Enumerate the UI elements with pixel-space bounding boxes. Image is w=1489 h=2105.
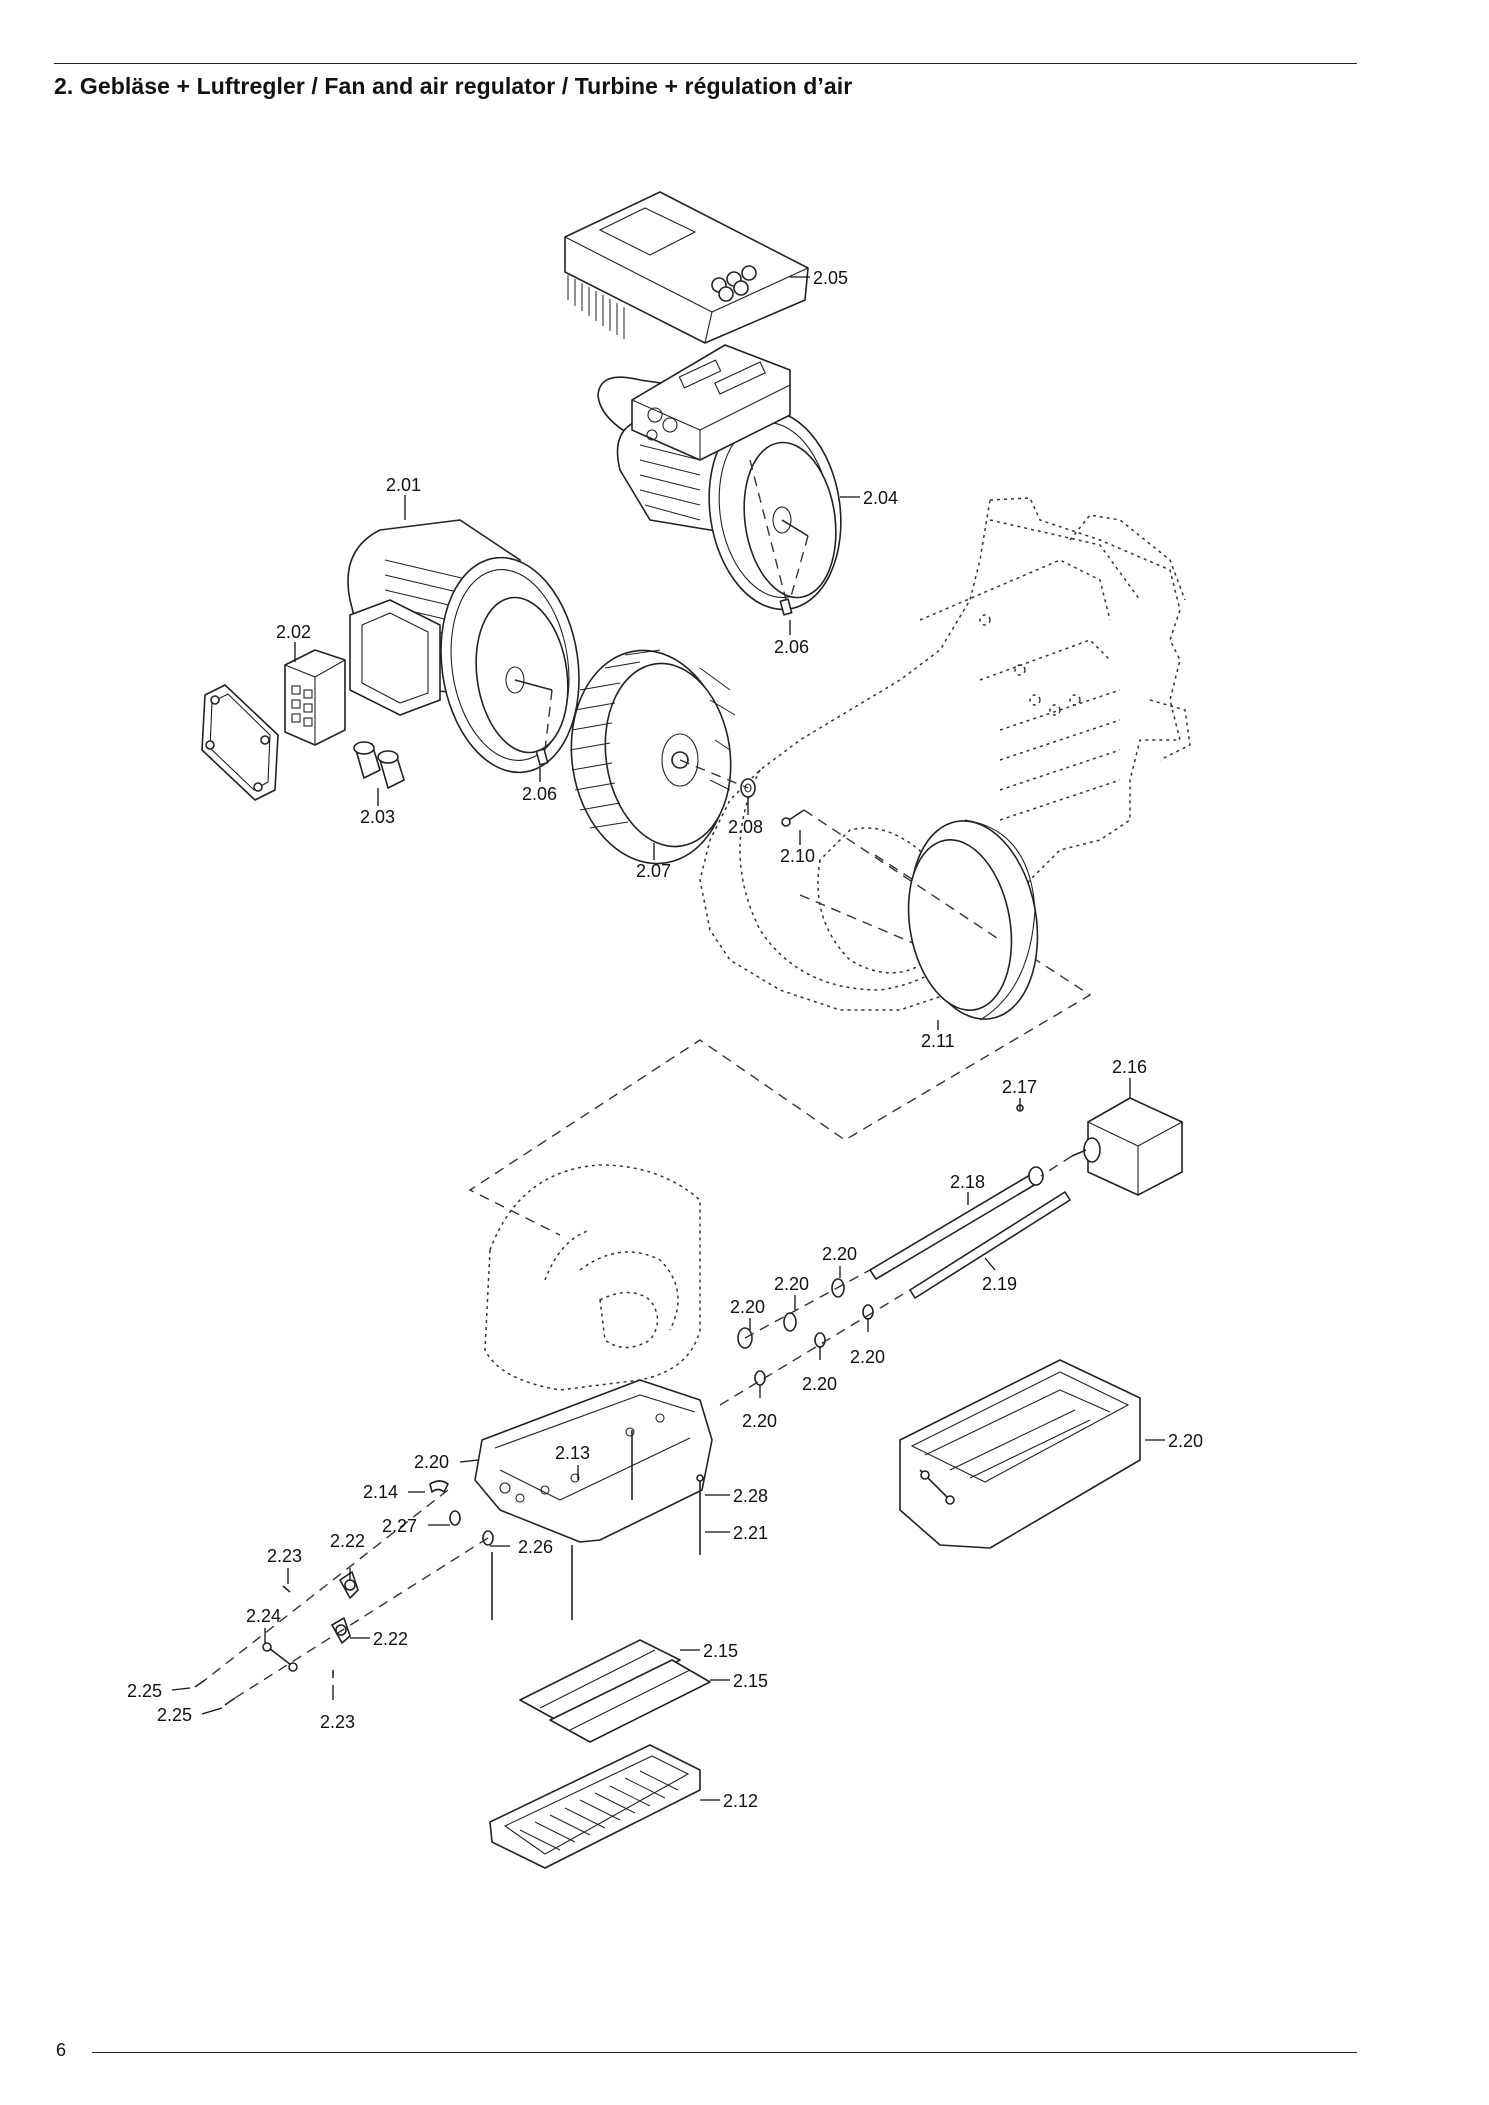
assembly-link-lines: [468, 854, 1092, 1236]
leader-lines: [171, 276, 1165, 1801]
callout-2-04: 2.04: [863, 488, 898, 508]
assembly-axes-middle: [719, 1155, 1073, 1406]
callout-2-28: 2.13: [555, 1443, 590, 1463]
callout-2-19: 2.19: [982, 1274, 1017, 1294]
callout-2-20: 2.20: [802, 1374, 837, 1394]
callout-2-22: 2.22: [373, 1629, 408, 1649]
callout-2-25: 2.25: [127, 1681, 162, 1701]
callout-2-23: 2.23: [267, 1546, 302, 1566]
motor-left: [347, 519, 580, 774]
callout-2-20: 2.26: [518, 1537, 553, 1557]
callout-labels: 2.05 2.04 2.01 2.02 2.06 2.06 2.03 2.07 …: [127, 268, 1203, 1811]
callout-2-01: 2.01: [386, 475, 421, 495]
page-title: 2. Gebläse + Luftregler / Fan and air re…: [54, 73, 853, 99]
fan-housing-ghost-upper: [699, 497, 1191, 1011]
callout-2-03: 2.03: [360, 807, 395, 827]
screw: [781, 809, 805, 827]
header-rule: [54, 63, 1357, 64]
callout-2-08: 2.08: [728, 817, 763, 837]
callout-2-20: 2.20: [822, 1244, 857, 1264]
callout-2-20: 2.20: [742, 1411, 777, 1431]
callout-2-12: 2.12: [723, 1791, 758, 1811]
intake-grille: [489, 1744, 701, 1869]
callout-2-06: 2.06: [774, 637, 809, 657]
cable-glands: [353, 741, 405, 789]
callout-2-07: 2.07: [636, 861, 671, 881]
callout-2-02: 2.02: [276, 622, 311, 642]
callout-2-15: 2.15: [733, 1671, 768, 1691]
callout-2-10: 2.10: [780, 846, 815, 866]
page-number: 6: [56, 2040, 67, 2060]
callout-2-23: 2.23: [320, 1712, 355, 1732]
assembly-axes-lower: [204, 1489, 489, 1699]
callout-2-05: 2.05: [813, 268, 848, 288]
air-ring: [907, 819, 1039, 1021]
damper-shaft-a: [869, 1166, 1044, 1280]
callout-2-27: 2.28: [733, 1486, 768, 1506]
callout-2-25: 2.25: [157, 1705, 192, 1725]
controller-box: [564, 191, 809, 344]
callout-2-24: 2.24: [246, 1606, 281, 1626]
fan-housing-ghost-lower: [484, 1164, 701, 1391]
bushing-set: [737, 1278, 874, 1386]
damping-plate-upper: [519, 1639, 681, 1723]
callout-2-11: 2.11: [921, 1031, 955, 1051]
callout-2-22: 2.22: [330, 1531, 365, 1551]
damping-plate-lower: [549, 1659, 711, 1743]
callout-2-20: 2.20: [774, 1274, 809, 1294]
callout-2-21: 2.14: [363, 1482, 398, 1502]
callout-2-06: 2.06: [522, 784, 557, 804]
linkage-parts: [194, 1480, 494, 1706]
air-damper-servo: [1071, 1097, 1183, 1196]
shaft-key-upper: [779, 598, 793, 616]
callout-2-17: 2.17: [1002, 1077, 1037, 1097]
callout-2-20: 2.27: [382, 1516, 417, 1536]
callout-2-16: 2.16: [1112, 1057, 1147, 1077]
air-intake-housing: [899, 1359, 1141, 1549]
callout-2-20: 2.20: [730, 1297, 765, 1317]
air-intake-box: [474, 1379, 713, 1543]
callout-2-18: 2.18: [950, 1172, 985, 1192]
motor-upper: [597, 344, 842, 611]
assembly-axes-upper: [544, 459, 1001, 941]
damper-shaft-b: [909, 1191, 1071, 1299]
footer-rule: [92, 2052, 1357, 2053]
callout-2-20: 2.20: [850, 1347, 885, 1367]
callout-2-13: 2.20: [1168, 1431, 1203, 1451]
callout-2-15: 2.15: [703, 1641, 738, 1661]
long-bolts: [491, 1430, 704, 1620]
callout-2-26: 2.21: [733, 1523, 768, 1543]
terminal-cover: [201, 684, 279, 801]
fan-impeller: [569, 649, 736, 865]
callout-2-14: 2.20: [414, 1452, 449, 1472]
contactor: [284, 649, 346, 746]
shaft-key-lower: [535, 748, 549, 766]
